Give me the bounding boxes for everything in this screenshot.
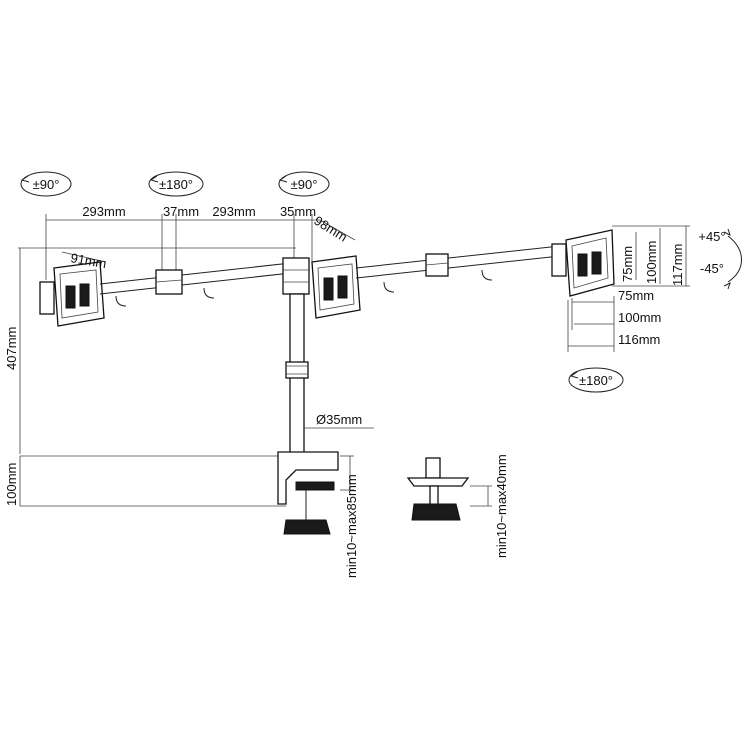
rotation-label: ±180°	[579, 373, 613, 388]
right-bracket-dimensions: 75mm 100mm 117mm 75mm 100mm 116mm	[567, 225, 690, 352]
dim-joint-gap: 37mm	[163, 204, 199, 219]
pole-height-dimension: 407mm	[4, 248, 21, 454]
dim-arm-left-inner: 293mm	[212, 204, 255, 219]
right-arm	[355, 245, 561, 293]
dim-center-arm: 98mm	[311, 213, 350, 245]
dim-clamp-range: min10~max85mm	[344, 474, 359, 578]
left-arm	[99, 261, 301, 307]
dim-arm-left-outer: 293mm	[82, 204, 125, 219]
dim-vesa-h-75: 75mm	[620, 246, 635, 282]
center-vesa-bracket	[311, 255, 361, 319]
dim-grommet-range: min10~max40mm	[494, 454, 509, 558]
dim-vesa-w-100: 100mm	[618, 310, 661, 325]
rotation-label: ±90°	[291, 177, 318, 192]
rotation-indicator-right-rotate: ±180°	[568, 367, 624, 393]
dim-plate-w: 116mm	[618, 332, 660, 347]
dim-desk-thickness: 100mm	[4, 463, 19, 506]
grommet-mount: min10~max40mm	[406, 454, 509, 558]
rotation-indicator-left-swivel: ±90°	[20, 171, 72, 197]
dim-vesa-w-75: 75mm	[618, 288, 654, 303]
desk-clamp: 100mm min10~max85mm	[4, 451, 359, 578]
rotation-label: ±90°	[33, 177, 60, 192]
dim-plate-h: 117mm	[670, 244, 685, 286]
rotation-label: ±180°	[159, 177, 193, 192]
rotation-indicator-center-swivel: ±90°	[278, 171, 330, 197]
right-vesa-bracket	[551, 229, 615, 297]
tilt-up-label: +45°	[698, 229, 725, 244]
dim-pole-offset: 35mm	[280, 204, 316, 219]
tilt-indicator: +45° -45°	[698, 228, 742, 290]
tilt-down-label: -45°	[700, 261, 724, 276]
rotation-indicator-left-joint: ±180°	[148, 171, 204, 197]
dim-vesa-h-100: 100mm	[644, 241, 659, 284]
center-pole: Ø35mm	[282, 257, 374, 455]
left-vesa-bracket: 91mm	[39, 250, 108, 327]
dim-pole-height: 407mm	[4, 327, 19, 370]
dim-pole-diameter: Ø35mm	[316, 412, 362, 427]
dim-left-bracket: 91mm	[69, 250, 107, 271]
